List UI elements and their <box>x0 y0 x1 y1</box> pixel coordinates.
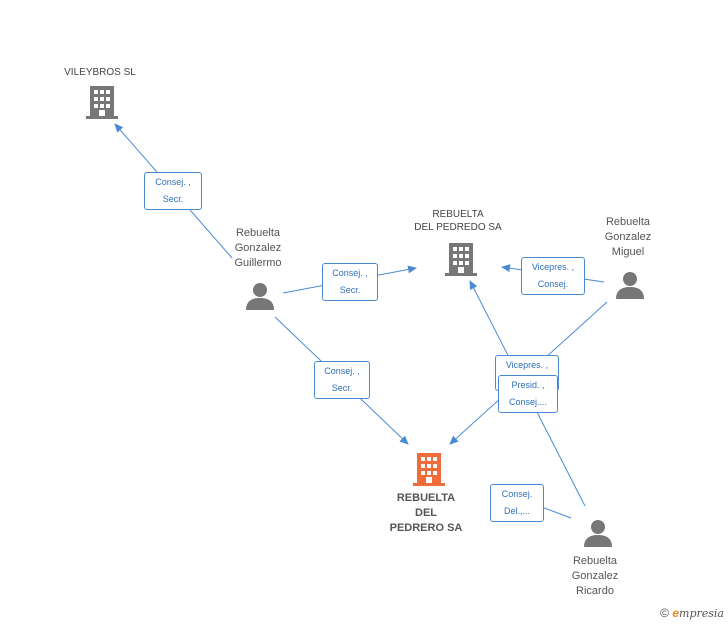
edge-label-line: Presid. , <box>511 380 545 390</box>
edge-label-guillermo-top[interactable]: Consej. , Secr. <box>322 263 378 301</box>
company-label-line: REBUELTA <box>432 209 484 220</box>
person-label-line: Rebuelta <box>605 216 651 228</box>
person-label-line: Miguel <box>611 246 645 258</box>
brand-e: e <box>672 606 680 620</box>
person-label-line: Gonzalez <box>604 231 652 243</box>
edge-label-miguel-top[interactable]: Vicepres. , Consej. <box>521 257 585 295</box>
brand-text: mpresia <box>679 607 724 620</box>
edge-label-line: Consej. , <box>155 177 191 187</box>
edge-label-line: Secr. <box>162 194 184 204</box>
person-icon[interactable] <box>245 281 275 311</box>
person-label-line: Gonzalez <box>571 570 619 582</box>
person-label-line: Rebuelta <box>235 227 281 239</box>
edge-label-line: Consej. <box>537 279 569 289</box>
edge-label-guillermo-main[interactable]: Consej. , Secr. <box>314 361 370 399</box>
edge-label-ricardo-top[interactable]: Presid. , Consej.... <box>498 375 558 413</box>
edge-label-line: Secr. <box>339 285 361 295</box>
edge-label-line: Vicepres. , <box>531 262 575 272</box>
copyright-symbol: © <box>660 606 669 620</box>
building-icon[interactable] <box>86 86 118 120</box>
edge-label-line: Secr. <box>331 383 353 393</box>
edge-label-line: Consej. , <box>324 366 360 376</box>
edge-label-ricardo-main[interactable]: Consej. Del.,... <box>490 484 544 522</box>
person-label-line: Ricardo <box>576 585 614 597</box>
company-label-rebuelta-top[interactable]: REBUELTA DEL PEDREDO SA <box>398 208 518 234</box>
company-label-line: PEDRERO SA <box>389 522 463 534</box>
company-label-line: REBUELTA <box>396 492 456 504</box>
building-icon[interactable] <box>445 243 477 277</box>
person-icon[interactable] <box>615 270 645 300</box>
building-icon[interactable] <box>413 453 445 487</box>
edge-label-line: Vicepres. , <box>505 360 549 370</box>
brand-logo: © empresia <box>660 606 724 620</box>
edge-label-line: Consej. , <box>332 268 368 278</box>
edge-label-line: Del.,... <box>503 506 530 516</box>
company-label-vileybros[interactable]: VILEYBROS SL <box>64 67 136 78</box>
person-label-guillermo[interactable]: Rebuelta Gonzalez Guillermo <box>218 226 298 271</box>
company-label-line: DEL PEDREDO SA <box>414 222 502 233</box>
company-label-rebuelta-main[interactable]: REBUELTA DEL PEDRERO SA <box>376 491 476 536</box>
edge-label-line: Consej.... <box>508 397 548 407</box>
person-label-miguel[interactable]: Rebuelta Gonzalez Miguel <box>588 215 668 260</box>
person-label-line: Gonzalez <box>234 242 282 254</box>
person-icon[interactable] <box>583 518 613 548</box>
person-label-line: Guillermo <box>234 257 282 269</box>
edge-label-guillermo-vileybros[interactable]: Consej. , Secr. <box>144 172 202 210</box>
company-label-line: DEL <box>415 507 437 519</box>
person-label-ricardo[interactable]: Rebuelta Gonzalez Ricardo <box>555 554 635 599</box>
edge-label-line: Consej. <box>501 489 533 499</box>
person-label-line: Rebuelta <box>572 555 618 567</box>
